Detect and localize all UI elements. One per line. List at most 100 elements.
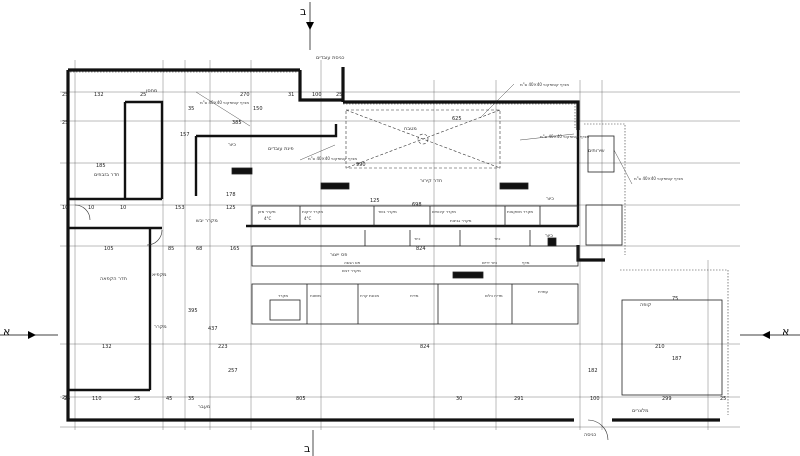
room-label: חדר הקפאה <box>100 276 127 282</box>
section-marker-right: א <box>740 325 800 339</box>
dim-label: 132 <box>94 92 104 98</box>
counter-label: מדף <box>522 260 530 265</box>
note-label: מנדף קומפקטי 40×40 ס"מ <box>200 100 249 105</box>
dim-label: 25 <box>64 396 70 402</box>
dim-label: 385 <box>232 120 242 126</box>
dim-label: 68 <box>196 246 202 252</box>
svg-text:א: א <box>3 325 10 338</box>
dim-label: 31 <box>288 92 294 98</box>
exterior-walls <box>66 67 720 422</box>
note-label: מנדף קומפקטי 40×40 ס"מ <box>520 82 569 87</box>
dim-label: 291 <box>514 396 524 402</box>
svg-text:ב: ב <box>300 5 306 18</box>
counter-label: 4°C <box>304 216 312 221</box>
dim-label: 45 <box>166 396 172 402</box>
counter-label: מקרר בשר <box>378 209 397 214</box>
dim-label: 25 <box>62 120 68 126</box>
counter-label: מקרר ירקות <box>302 209 323 214</box>
dim-label: 187 <box>672 356 682 362</box>
note-label: מנדף קומפקטי 40×40 ס"מ <box>540 134 589 139</box>
room-label: פס ייצור <box>330 252 347 258</box>
hood-notes: מנדף קומפקטי 40×40 ס"מ מנדף קומפקטי 40×4… <box>200 82 683 181</box>
counter-label: פס הגשה <box>344 260 361 265</box>
section-marker-bottom: ב <box>304 430 314 456</box>
dim-label: 85 <box>168 246 174 252</box>
wall-hatch <box>70 71 729 415</box>
dim-label: 110 <box>92 396 102 402</box>
dim-label: 105 <box>104 246 114 252</box>
dim-label: 100 <box>312 92 322 98</box>
counter-label: כיור ידיים <box>482 260 497 265</box>
dim-label: 35 <box>188 106 194 112</box>
room-label: שירותים <box>588 148 605 154</box>
room-label: פינת עובדים <box>268 146 294 152</box>
counter-label: עמדת <box>538 289 549 294</box>
dim-label: 223 <box>218 344 228 350</box>
dim-label: 805 <box>296 396 306 402</box>
svg-text:א: א <box>782 325 789 338</box>
dim-label: 35 <box>188 396 194 402</box>
room-label: מלצרים <box>632 408 648 414</box>
counter-label: מקרר קינוחים <box>432 209 456 214</box>
dim-label: 698 <box>412 202 422 208</box>
entrance-label-bottom: כניסה <box>584 432 597 438</box>
hood-outline <box>345 109 501 169</box>
counter-label: מדיח <box>410 293 419 298</box>
dim-label: 395 <box>188 308 198 314</box>
counter-label: מקרר <box>278 293 288 298</box>
svg-text:ב: ב <box>304 442 310 455</box>
dim-label: 10 <box>120 205 126 211</box>
room-label: כיור <box>228 142 236 148</box>
dim-label: 299 <box>662 396 672 402</box>
counter-labels: מקרר מזון מקרר ירקות מקרר בשר 4°C 4°C מק… <box>258 209 549 298</box>
dim-label: 25 <box>336 92 342 98</box>
room-label: מטבח <box>404 126 417 132</box>
room-label: חדר בזבוזים <box>94 172 119 178</box>
dim-label: 270 <box>240 92 250 98</box>
counters <box>231 167 579 325</box>
dim-label: 100 <box>590 396 600 402</box>
room-label: מקרר יבש <box>196 218 218 224</box>
counter-label: כיור <box>414 236 420 241</box>
dim-label: 25 <box>134 396 140 402</box>
dim-label: 25 <box>720 396 726 402</box>
counter-label: כיור <box>494 236 500 241</box>
counter-label: מכונת קרח <box>360 293 379 298</box>
right-rooms <box>74 135 723 441</box>
dim-label: 824 <box>420 344 430 350</box>
dim-label: 125 <box>226 205 236 211</box>
dim-label: 125 <box>370 198 380 204</box>
dim-label: 30 <box>456 396 462 402</box>
dim-label: 257 <box>228 368 238 374</box>
room-label: כיור <box>545 233 553 239</box>
entrance-label-top: כניסת עובדים <box>316 55 345 61</box>
dim-label: 153 <box>175 205 185 211</box>
counter-label: מקרר מזון <box>258 209 276 214</box>
room-label: קופה <box>640 302 652 308</box>
dim-label: 25 <box>62 395 68 401</box>
dim-label: 210 <box>655 344 665 350</box>
dim-label: 990 <box>356 162 366 168</box>
note-label: מנדף קומפקטי 40×40 ס"מ <box>634 176 683 181</box>
dimension-texts: 25 132 25 270 31 100 25 625 25 10 25 10 … <box>62 92 726 402</box>
section-marker-left: א <box>0 325 58 339</box>
counter-label: משטח <box>310 293 321 298</box>
counter-label: מקרר משקאות <box>507 209 533 214</box>
counter-label: מקרר דגים <box>342 268 361 273</box>
note-label: מנדף קומפקטי 40×40 ס"מ <box>308 156 357 161</box>
dim-label: 150 <box>253 106 263 112</box>
dim-label: 625 <box>452 116 462 122</box>
dim-label: 185 <box>96 163 106 169</box>
section-marker-top: ב <box>300 2 314 50</box>
dim-label: 132 <box>102 344 112 350</box>
room-labels: מחסן חדר בזבוזים כיור פינת עובדים חדר קי… <box>94 88 652 438</box>
dim-label: 157 <box>180 132 190 138</box>
counter-label: מקרר גבינות <box>450 218 472 223</box>
room-label: מקרר <box>154 324 167 330</box>
dim-label: 437 <box>208 326 218 332</box>
counter-label: 4°C <box>264 216 272 221</box>
room-label: מעבר <box>198 404 210 410</box>
counter-label: מדיח כלים <box>485 293 503 298</box>
note-leaders <box>195 83 633 185</box>
